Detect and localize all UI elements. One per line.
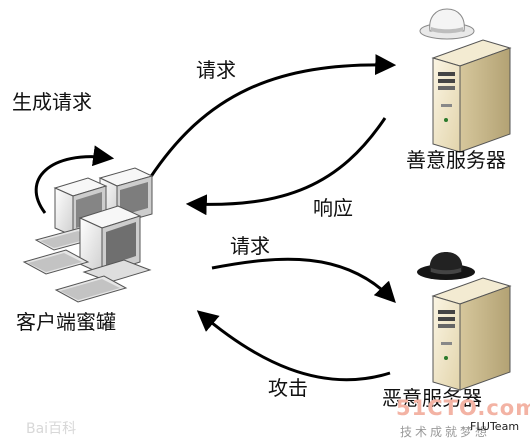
client-honeypot-label: 客户端蜜罐 [16,310,116,334]
malicious-server-label: 恶意服务器 [382,386,482,410]
white-hat-icon [419,8,475,40]
response-arrow [185,117,387,216]
request-arrow-bottom [211,257,396,304]
team-watermark: FLUTeam [470,420,520,433]
attack-arrow [196,310,391,382]
attack-label: 攻击 [268,376,308,400]
computer-cluster-icon [22,167,154,303]
benign-server-label: 善意服务器 [406,148,506,172]
black-hat-icon [417,252,475,280]
request-arrow-top [148,54,397,179]
response-label: 响应 [313,196,353,220]
site-sub-watermark: 技术成就梦想 [400,425,491,439]
generate-request-loop-arrow [34,145,115,214]
site-watermark: 51CTO.com [396,396,530,420]
generate-request-label: 生成请求 [12,90,92,114]
malicious-server-icon [431,277,512,391]
request-top-label: 请求 [196,58,236,82]
baidu-watermark: Bai百科 [26,421,77,437]
request-bottom-label: 请求 [230,234,270,258]
benign-server-icon [431,39,512,153]
